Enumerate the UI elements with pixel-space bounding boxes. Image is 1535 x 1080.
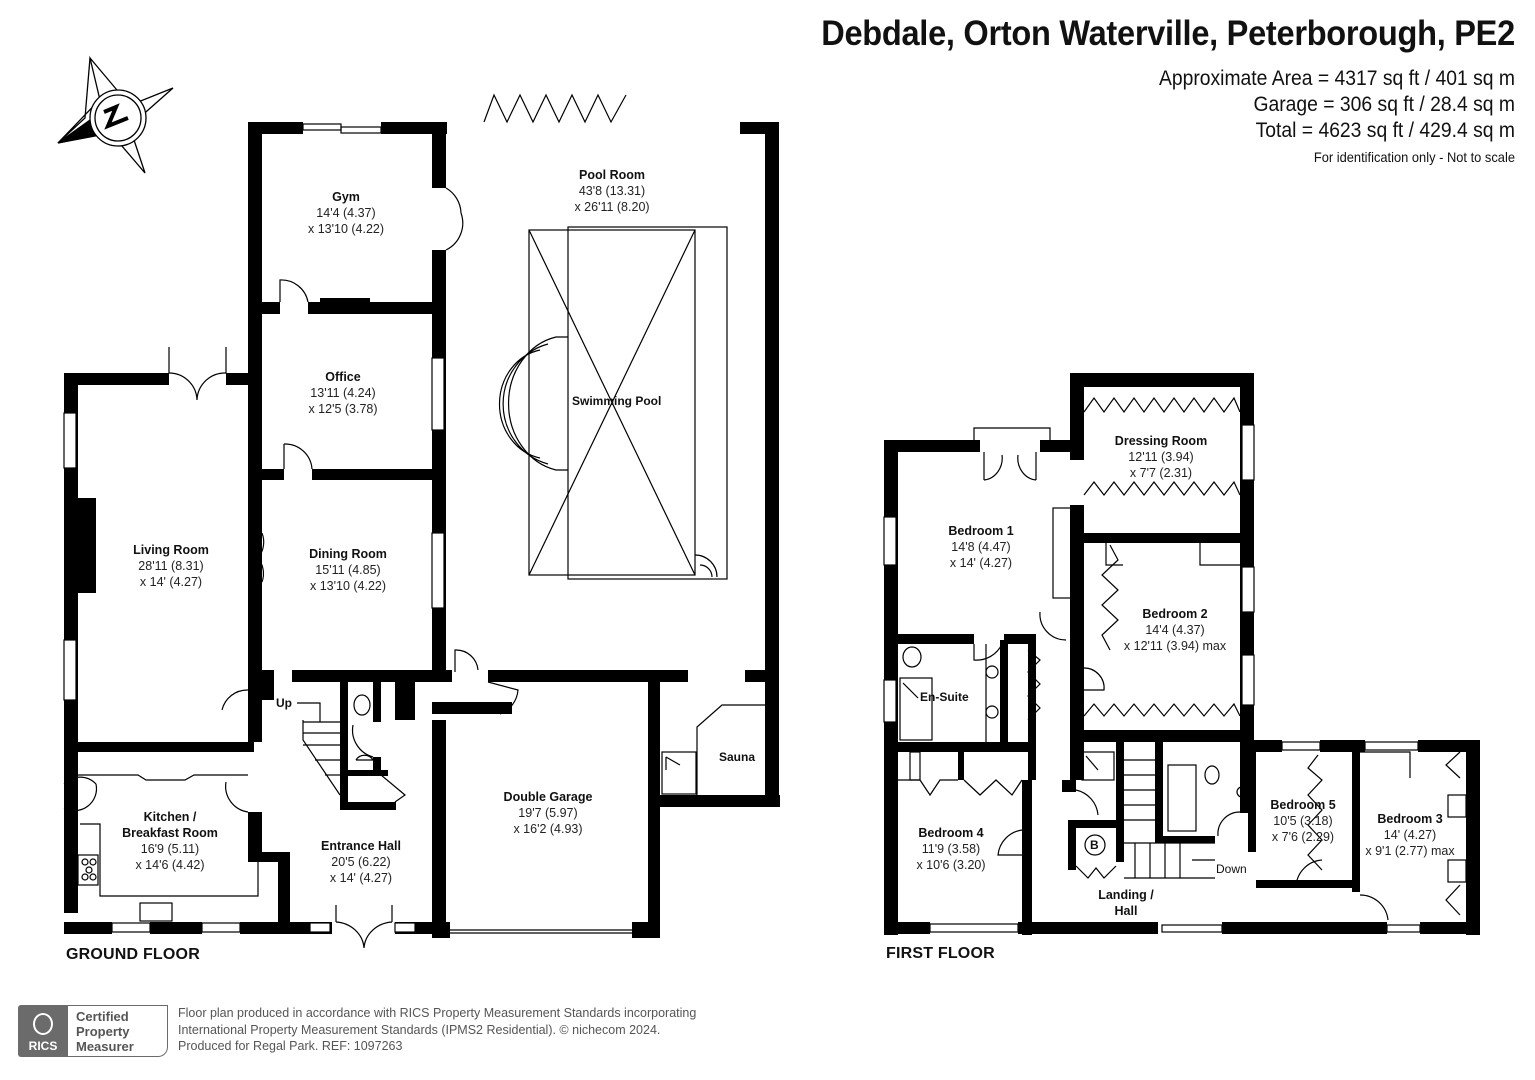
room-label-gym: Gym 14'4 (4.37) x 13'10 (4.22) [307, 190, 385, 236]
room-label-entrance-hall: Entrance Hall 20'5 (6.22) x 14' (4.27) [321, 839, 401, 885]
scale-disclaimer: For identification only - Not to scale [1313, 149, 1515, 165]
room-label-bedroom-3: Bedroom 3 14' (4.27) x 9'1 (2.77) max [1365, 812, 1455, 858]
boiler-label: B [1090, 838, 1099, 852]
certified-measurer-badge: Certified Property Measurer [68, 1005, 168, 1057]
footer-disclaimer: Floor plan produced in accordance with R… [178, 1006, 697, 1053]
compass-north-icon [57, 55, 174, 174]
room-label-dining-room: Dining Room 15'11 (4.85) x 13'10 (4.22) [309, 547, 387, 593]
stairs-up-label: Up [276, 696, 292, 710]
ground-floor-label: GROUND FLOOR [66, 946, 200, 963]
fixtures-ground-floor [63, 93, 765, 949]
room-label-kitchen: Kitchen / Breakfast Room 16'9 (5.11) x 1… [122, 810, 218, 872]
room-label-bedroom-5: Bedroom 5 10'5 (3.18) x 7'6 (2.29) [1270, 798, 1336, 844]
room-label-office: Office 13'11 (4.24) x 12'5 (3.78) [308, 370, 378, 416]
swimming-pool-label: Swimming Pool [572, 394, 662, 408]
room-label-bedroom-1: Bedroom 1 14'8 (4.47) x 14' (4.27) [948, 524, 1014, 570]
room-label-pool-room: Pool Room 43'8 (13.31) x 26'11 (8.20) [574, 168, 650, 214]
room-label-bedroom-4: Bedroom 4 11'9 (3.58) x 10'6 (3.20) [916, 826, 986, 872]
room-label-living-room: Living Room 28'11 (8.31) x 14' (4.27) [133, 543, 209, 589]
total-area: Total = 4623 sq ft / 429.4 sq m [1255, 119, 1515, 142]
room-label-bedroom-2: Bedroom 2 14'4 (4.37) x 12'11 (3.94) max [1123, 607, 1227, 653]
room-label-landing: Landing / Hall [1098, 888, 1154, 918]
property-title: Debdale, Orton Waterville, Peterborough,… [821, 14, 1515, 53]
rics-crest-icon [33, 1013, 53, 1035]
room-label-dressing-room: Dressing Room 12'11 (3.94) x 7'7 (2.31) [1114, 434, 1208, 480]
garage-area: Garage = 306 sq ft / 28.4 sq m [1253, 93, 1515, 116]
walls-ground-floor [64, 122, 780, 938]
approximate-area: Approximate Area = 4317 sq ft / 401 sq m [1158, 67, 1515, 90]
first-floor-label: FIRST FLOOR [886, 945, 995, 962]
sauna-label: Sauna [719, 750, 756, 764]
stairs-down-label: Down [1216, 862, 1247, 876]
rics-logo: RICS [18, 1005, 68, 1057]
footer: RICS Certified Property Measurer Floor p… [18, 1005, 696, 1057]
area-summary: Approximate Area = 4317 sq ft / 401 sq m… [1128, 66, 1515, 168]
en-suite-label: En-Suite [920, 690, 969, 704]
fixtures-first-floor [883, 396, 1467, 933]
room-label-double-garage: Double Garage 19'7 (5.97) x 16'2 (4.93) [503, 790, 593, 836]
